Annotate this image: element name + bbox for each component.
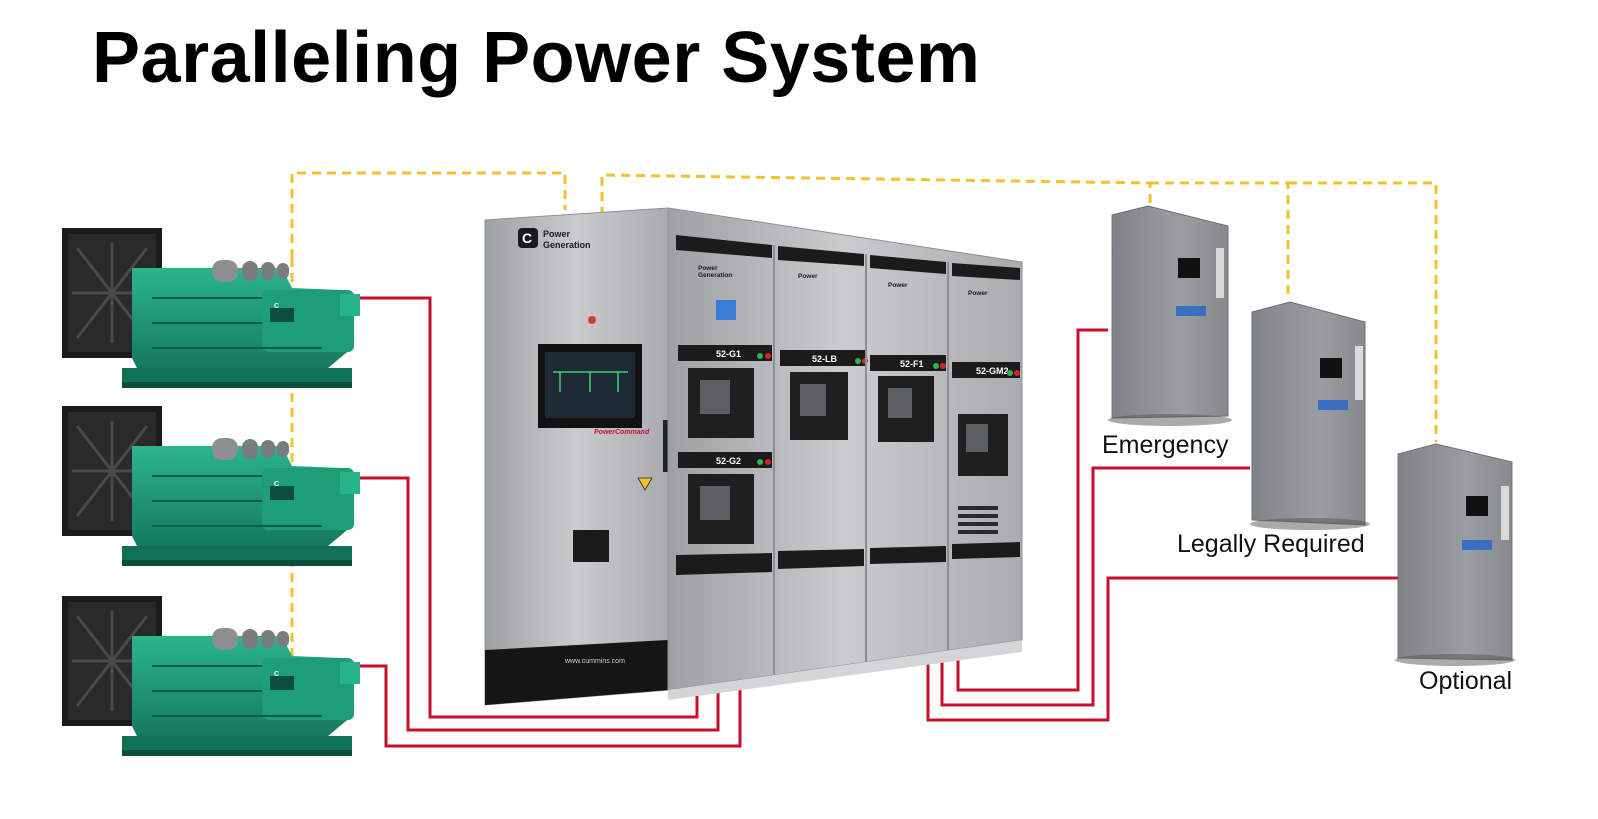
power-wiring xyxy=(358,296,1398,748)
control-panel-window xyxy=(573,530,609,562)
label-optional: Optional xyxy=(1419,667,1513,695)
breaker-label-f1: 52-F1 xyxy=(900,359,924,369)
generator-2 xyxy=(60,404,362,568)
label-emergency: Emergency xyxy=(1102,431,1229,459)
generator-3 xyxy=(60,594,362,758)
control-wiring xyxy=(290,171,1438,660)
section-brand-3: Power xyxy=(888,282,908,289)
page-title: Paralleling Power System xyxy=(92,18,981,98)
indicator-lamp-icon xyxy=(588,316,596,324)
section-brand-4: Power xyxy=(968,290,988,297)
breaker-label-g2: 52-G2 xyxy=(716,456,741,466)
section-brand-1: Power xyxy=(698,265,718,272)
generator-1 xyxy=(60,226,362,390)
ats-legally-required xyxy=(1250,301,1370,530)
ats-optional xyxy=(1395,443,1515,666)
label-legally-required: Legally Required xyxy=(1177,530,1365,558)
paralleling-switchgear: C Power Generation PowerCommand www.cumm… xyxy=(484,207,1023,706)
ats-emergency xyxy=(1108,205,1232,426)
section-brand-2: Power xyxy=(798,273,818,280)
brand-line-1: Power xyxy=(543,229,571,239)
brand-line-2: Generation xyxy=(543,240,591,250)
door-handle xyxy=(663,420,670,472)
controller-brand: PowerCommand xyxy=(594,429,650,436)
section-brand-1b: Generation xyxy=(698,272,732,279)
cummins-logo-icon: C xyxy=(518,228,538,248)
breaker-label-g1: 52-G1 xyxy=(716,349,741,359)
breaker-label-gm2: 52-GM2 xyxy=(976,366,1009,376)
svg-text:C: C xyxy=(522,230,532,246)
warning-icon xyxy=(637,477,653,491)
breaker-label-lb: 52-LB xyxy=(812,354,838,364)
website-text: www.cummins.com xyxy=(564,658,625,665)
relay-module xyxy=(716,300,736,320)
